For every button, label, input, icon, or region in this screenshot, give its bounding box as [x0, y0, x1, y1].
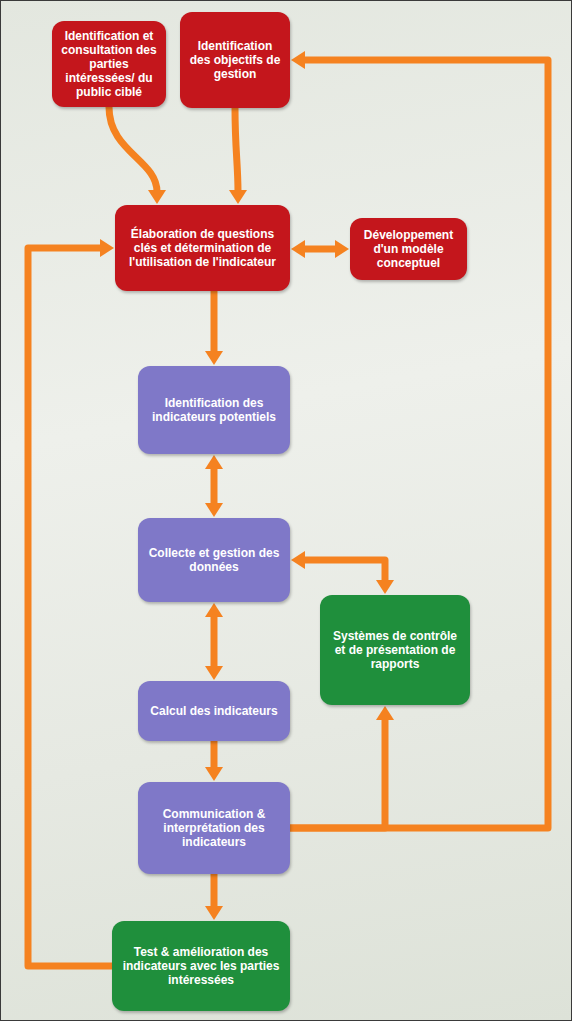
arrow-line [109, 107, 157, 192]
node-text: Calcul des indicateurs [150, 704, 277, 718]
arrow-head [205, 666, 223, 680]
arrow-head [205, 767, 223, 781]
arrow-head [229, 190, 247, 204]
process-box: Identification des indicateurs potentiel… [138, 366, 290, 454]
arrow-head [205, 603, 223, 617]
arrow-line [211, 467, 218, 505]
arrow-line [211, 291, 218, 353]
model-box: Développement d'un modèle conceptuel [350, 218, 467, 280]
arrow-head [148, 190, 166, 204]
process-box: Communication & interprétation des indic… [138, 782, 290, 874]
arrow-head [291, 551, 305, 569]
node-text: Collecte et gestion des données [145, 546, 283, 574]
flow-arrow [229, 108, 247, 204]
flow-arrow [205, 291, 223, 365]
arrow-head [205, 503, 223, 517]
arrow-line [211, 874, 218, 908]
node-text: Identification des objectifs de gestion [187, 39, 283, 81]
node-text: Test & amélioration des indicateurs avec… [119, 945, 283, 987]
node-text: Systèmes de contrôle et de présentation … [327, 629, 463, 671]
node-text: Développement d'un modèle conceptuel [357, 228, 460, 270]
objective-box: Identification des objectifs de gestion [180, 12, 290, 108]
flow-arrow [205, 603, 223, 680]
question-box: Élaboration de questions clés et détermi… [115, 205, 290, 291]
flow-arrow [205, 455, 223, 517]
arrow-head [100, 239, 114, 257]
flow-arrow [291, 551, 394, 594]
process-box: Collecte et gestion des données [138, 518, 290, 602]
flow-arrow [28, 239, 114, 966]
arrow-head [291, 240, 305, 258]
flow-arrow [290, 706, 394, 828]
node-text: Élaboration de questions clés et détermi… [122, 227, 283, 269]
arrow-line [211, 741, 218, 769]
arrow-head [205, 906, 223, 920]
flow-arrow [109, 107, 166, 204]
process-box: Calcul des indicateurs [138, 681, 290, 741]
arrow-head [376, 580, 394, 594]
arrow-line [211, 615, 218, 668]
arrow-line [290, 60, 548, 828]
node-text: Communication & interprétation des indic… [145, 807, 283, 849]
flow-arrow [290, 51, 548, 828]
feedback-box: Test & amélioration des indicateurs avec… [112, 921, 290, 1011]
arrow-head [291, 51, 305, 69]
arrow-line [235, 108, 238, 192]
arrow-head [205, 455, 223, 469]
arrow-line [28, 248, 112, 966]
flow-arrow [291, 240, 349, 258]
arrow-head [205, 351, 223, 365]
stakeholder-box: Identification et consultation des parti… [52, 21, 166, 107]
arrow-head [335, 240, 349, 258]
arrow-line [303, 246, 337, 253]
flow-arrow [205, 874, 223, 920]
node-text: Identification des indicateurs potentiel… [145, 396, 283, 424]
arrow-head [376, 706, 394, 720]
reporting-box: Systèmes de contrôle et de présentation … [320, 595, 470, 705]
arrow-line [303, 560, 385, 582]
flow-arrow [205, 741, 223, 781]
arrow-line [290, 718, 385, 828]
node-text: Identification et consultation des parti… [59, 29, 159, 99]
